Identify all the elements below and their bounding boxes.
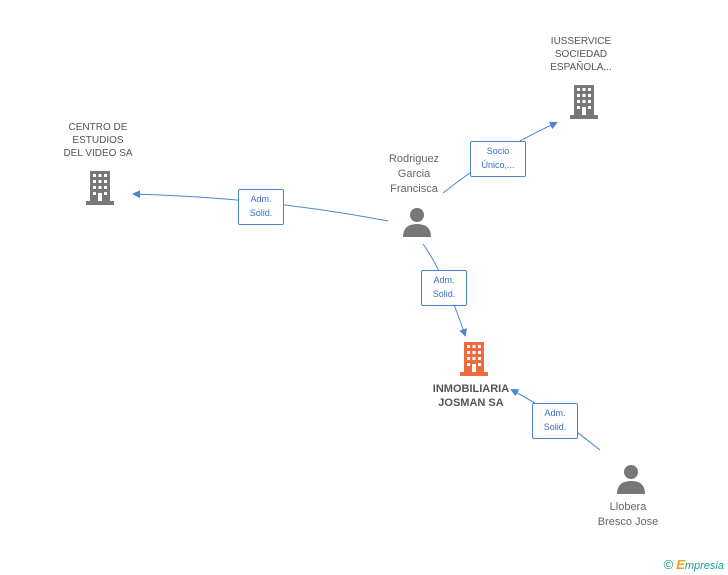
copyright-icon: ©: [663, 557, 674, 572]
edge-badge-line: Único,...: [481, 160, 515, 170]
edge-badge-line: Solid.: [432, 289, 456, 299]
node-llobera-label[interactable]: Llobera Bresco Jose: [598, 500, 659, 530]
person-icon[interactable]: [402, 207, 432, 237]
node-inmobiliaria-line-1: INMOBILIARIA: [432, 383, 510, 395]
node-centro-line-3: DEL VIDEO SA: [63, 148, 133, 159]
edge-badge-line: Adm.: [544, 408, 566, 418]
edge-badge-line: Adm.: [433, 275, 455, 285]
node-centro-label[interactable]: CENTRO DE ESTUDIOS DEL VIDEO SA: [63, 121, 132, 160]
node-iusservice-line-2: SOCIEDAD: [554, 49, 608, 60]
edge-badge-line: Solid.: [543, 422, 567, 432]
node-iusservice-line-1: IUSSERVICE: [550, 36, 612, 47]
edge-badge-line: Adm.: [250, 194, 272, 204]
edge-badge-line: Socio: [486, 146, 510, 156]
node-centro-line-2: ESTUDIOS: [72, 135, 124, 146]
node-inmobiliaria-label[interactable]: INMOBILIARIA JOSMAN SA: [433, 382, 509, 410]
brand-logo-initial: E: [676, 557, 685, 572]
edge-badge-rodriguez-centro[interactable]: Adm. Solid.: [238, 189, 284, 225]
node-rodriguez-label[interactable]: Rodriguez Garcia Francisca: [389, 152, 439, 197]
edge-badge-rodriguez-inmobiliaria[interactable]: Adm. Solid.: [421, 270, 467, 306]
node-rodriguez-line-1: Rodriguez: [388, 153, 440, 165]
node-rodriguez-line-3: Francisca: [390, 183, 438, 195]
brand-logo-text: mpresia: [684, 560, 724, 572]
building-icon[interactable]: [568, 85, 600, 119]
edge-badge-llobera-inmobiliaria[interactable]: Adm. Solid.: [532, 403, 578, 439]
node-rodriguez-line-2: Garcia: [397, 168, 431, 180]
person-icon[interactable]: [616, 464, 646, 494]
node-centro-line-1: CENTRO DE: [68, 122, 128, 133]
edge-badge-rodriguez-iusservice[interactable]: Socio Único,...: [470, 141, 526, 177]
node-llobera-line-2: Bresco Jose: [597, 516, 659, 528]
footer-brand: ©Empresia: [664, 557, 724, 572]
node-llobera-line-1: Llobera: [609, 501, 647, 513]
edge-badge-line: Solid.: [249, 208, 273, 218]
building-icon-focus[interactable]: [458, 342, 490, 376]
node-inmobiliaria-line-2: JOSMAN SA: [438, 397, 504, 409]
building-icon[interactable]: [84, 171, 116, 205]
node-iusservice-label[interactable]: IUSSERVICE SOCIEDAD ESPAÑOLA...: [550, 35, 612, 74]
node-iusservice-line-3: ESPAÑOLA...: [550, 62, 612, 73]
